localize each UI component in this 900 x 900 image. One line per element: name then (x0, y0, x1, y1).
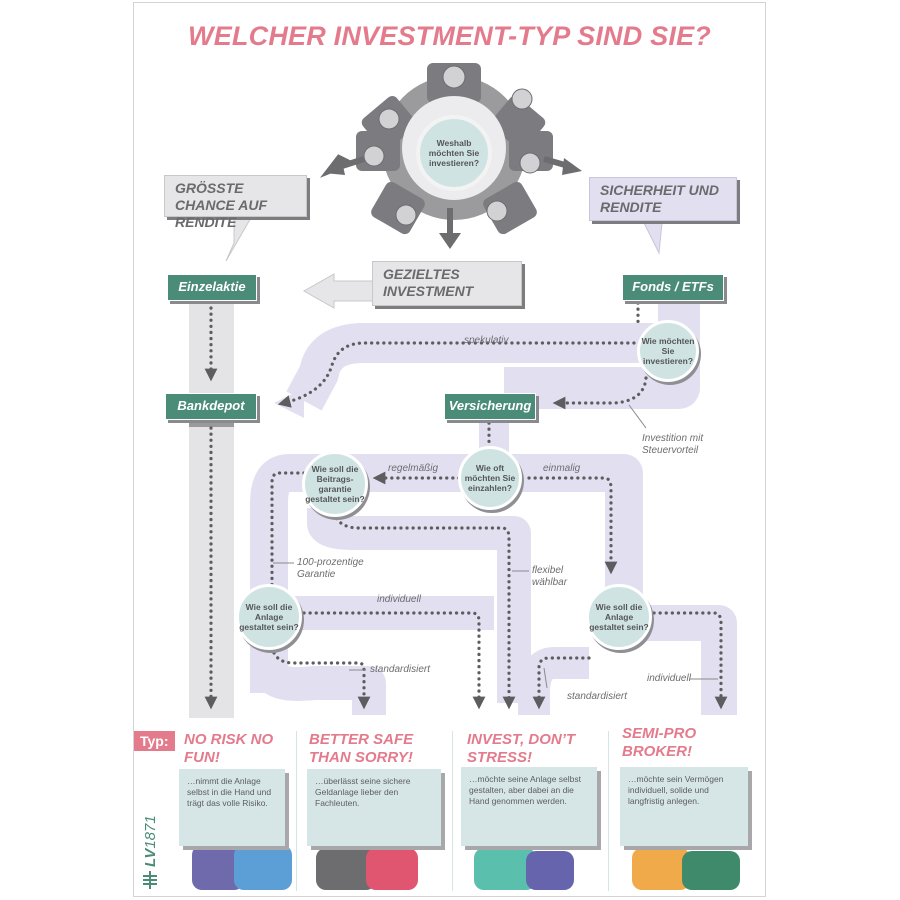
bubble-tail-right (643, 222, 663, 255)
type-title-semi-pro: SEMI-PRO BROKER! (622, 725, 697, 760)
logo-mark: LV1871 (142, 815, 159, 889)
question-wie-investieren-text: Wie möchten Sie investieren? (641, 336, 695, 366)
flow-diagram (189, 63, 740, 890)
question-wie-investieren: Wie möchten Sie investieren? (637, 320, 699, 382)
motive-sicherheit-text: SICHERHEIT UND RENDITE (600, 182, 720, 215)
label-einmalig: einmalig (543, 463, 581, 474)
type-desc-semi-pro: …möchte sein Vermögen individuell, solid… (620, 767, 748, 846)
type-desc-invest: …möchte seine Anlage selbst gestalten, a… (461, 767, 597, 846)
motive-gezielt-text: GEZIELTES INVESTMENT (383, 266, 474, 299)
divider (296, 731, 297, 891)
divider (608, 731, 609, 891)
question-anlage-left-text: Wie soll die Anlage gestaltet sein? (239, 602, 299, 632)
track-cap (189, 421, 234, 427)
label-individuell-right: individuell (647, 673, 691, 684)
typ-badge: Typ: (134, 731, 175, 751)
label-standardisiert-right: standardisiert (567, 691, 628, 702)
question-wie-oft-text: Wie oft möchten Sie einzahlen? (464, 463, 516, 493)
node-versicherung[interactable]: Versicherung (444, 393, 536, 420)
question-weshalb: Weshalb möchten Sie investieren? (416, 115, 492, 191)
label-steuervorteil: Investition mit Steuervorteil (642, 433, 704, 456)
type-title-no-risk: NO RISK NO FUN! (184, 731, 274, 766)
leader-lines (273, 404, 718, 689)
node-einzelaktie[interactable]: Einzelaktie (167, 274, 257, 301)
poster: WELCHER INVESTMENT-TYP SIND SIE? Weshalb… (133, 2, 766, 897)
question-anlage-left: Wie soll die Anlage gestaltet sein? (236, 584, 302, 650)
question-anlage-right-text: Wie soll die Anlage gestaltet sein? (589, 602, 649, 632)
label-flexibel: flexibel wählbar (532, 565, 568, 588)
type-desc-better-safe: …überlässt seine sichere Geldanlage lieb… (307, 769, 441, 846)
type-title-better-safe: BETTER SAFE THAN SORRY! (309, 731, 414, 766)
motive-chance-text: GRÖSSTE CHANCE AUF RENDITE (175, 180, 268, 230)
label-regelmaessig: regelmäßig (388, 463, 439, 474)
question-wie-oft: Wie oft möchten Sie einzahlen? (458, 446, 522, 510)
label-garantie: 100-prozentige Garantie (297, 557, 364, 580)
motive-sicherheit: SICHERHEIT UND RENDITE (589, 177, 737, 221)
type-desc-no-risk: …nimmt die Anlage selbst in die Hand und… (179, 769, 285, 846)
question-beitragsgarantie: Wie soll die Beitrags-garantie gestaltet… (302, 451, 368, 517)
svg-text:LV1871: LV1871 (142, 815, 159, 867)
lavender-paths (250, 303, 737, 715)
type-title-invest: INVEST, DON’T STRESS! (467, 731, 576, 766)
question-weshalb-text: Weshalb möchten Sie investieren? (428, 138, 480, 168)
label-individuell-left: individuell (377, 594, 421, 605)
motive-gezielt: GEZIELTES INVESTMENT (372, 261, 522, 306)
motive-chance: GRÖSSTE CHANCE AUF RENDITE (164, 175, 307, 230)
track-cap (189, 298, 234, 304)
divider (452, 731, 453, 891)
label-standardisiert-left: standardisiert (370, 664, 431, 675)
node-bankdepot[interactable]: Bankdepot (165, 393, 257, 420)
question-beitragsgarantie-text: Wie soll die Beitrags-garantie gestaltet… (305, 464, 365, 504)
dotted-flows (204, 301, 728, 710)
node-fonds-etfs[interactable]: Fonds / ETFs (622, 274, 724, 301)
label-spekulativ: spekulativ (464, 335, 509, 346)
page-title: WELCHER INVESTMENT-TYP SIND SIE? (188, 21, 711, 51)
question-anlage-right: Wie soll die Anlage gestaltet sein? (586, 584, 652, 650)
lv1871-logo: LV1871 (140, 793, 160, 893)
